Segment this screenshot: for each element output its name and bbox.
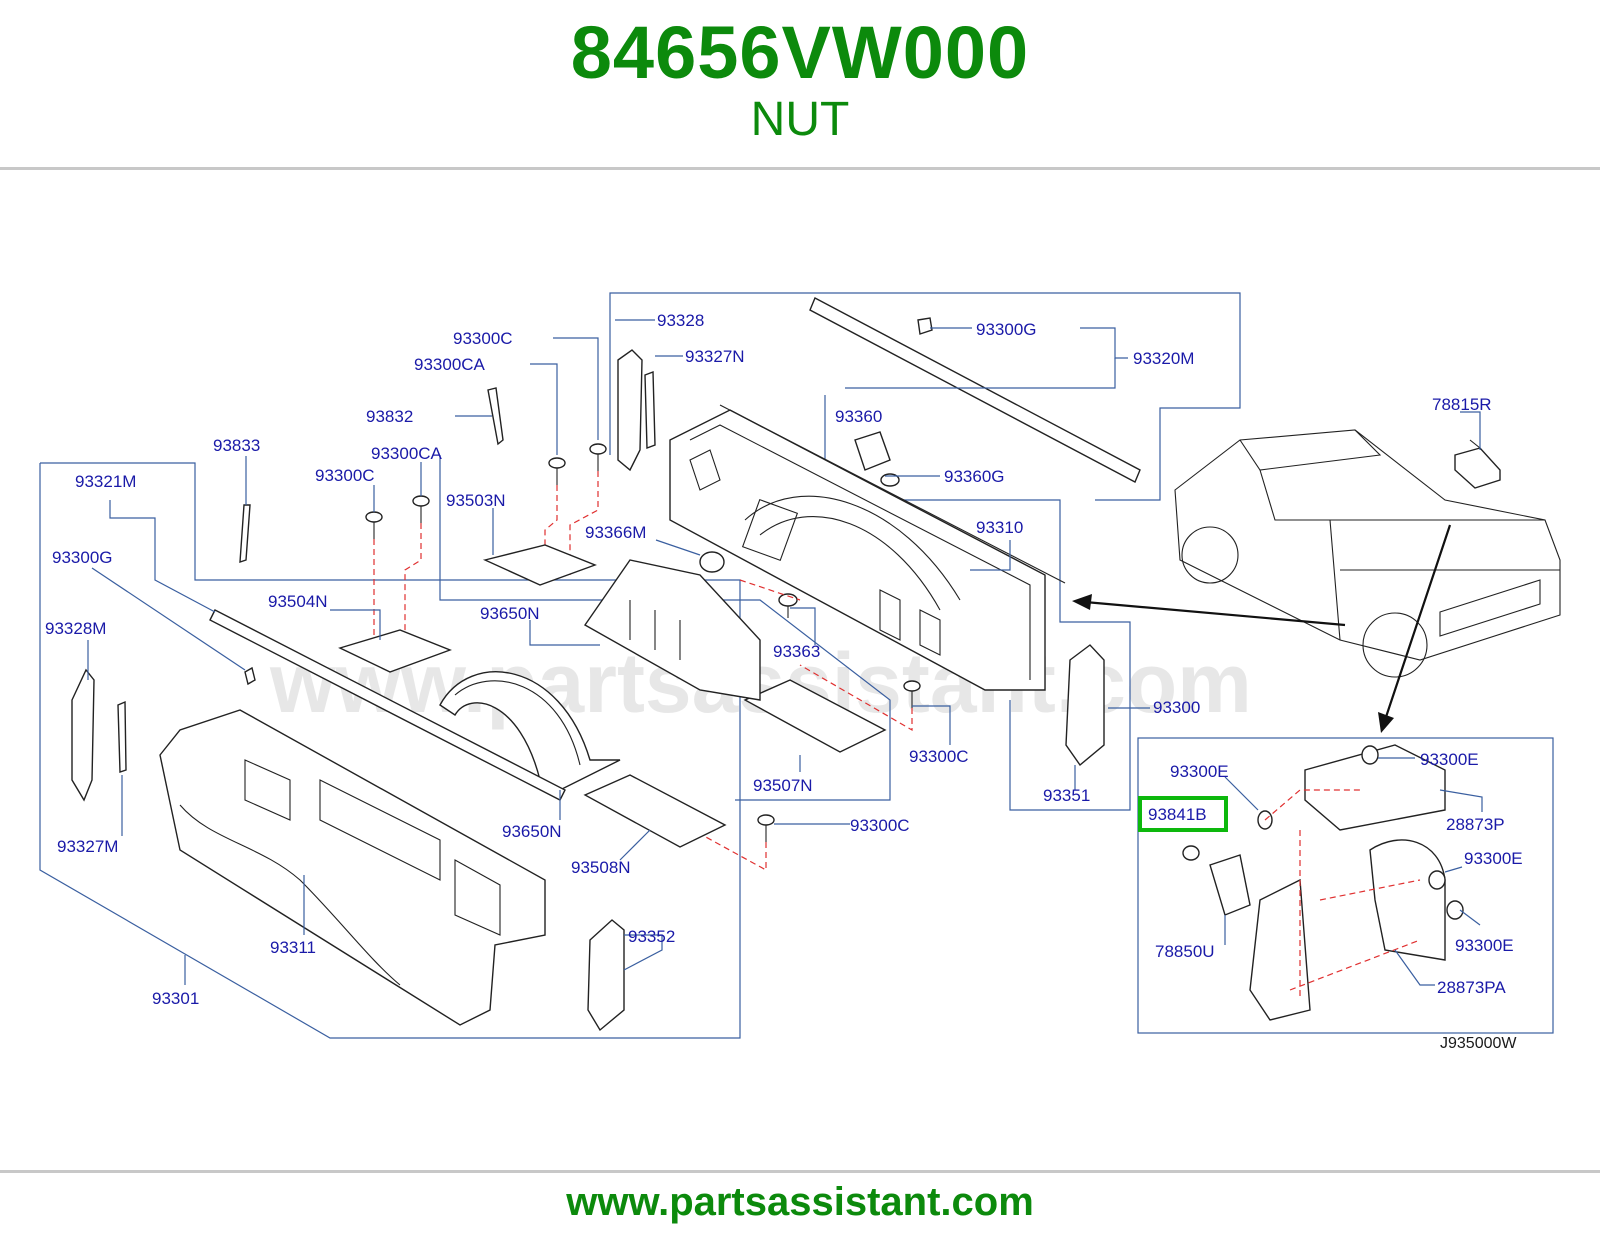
- diagram-code: J935000W: [1440, 1035, 1517, 1052]
- label-93351[interactable]: 93351: [1043, 786, 1090, 805]
- part-93650n-wheelhouse-left: [439, 671, 621, 791]
- floor-plates: [338, 544, 887, 848]
- frame-side-panel: [39, 462, 741, 1039]
- label-93300c-bottom[interactable]: 93300C: [850, 816, 910, 835]
- part-93327m: [117, 700, 127, 773]
- label-93832[interactable]: 93832: [366, 407, 413, 426]
- label-93508n[interactable]: 93508N: [571, 858, 631, 877]
- part-93320m-rail: [719, 297, 1141, 584]
- part-93327n: [644, 371, 656, 449]
- part-28873pa: [1369, 839, 1446, 961]
- label-93300c-right[interactable]: 93300C: [909, 747, 969, 766]
- label-93503n[interactable]: 93503N: [446, 491, 506, 510]
- label-93311[interactable]: 93311: [270, 938, 316, 957]
- part-93300e-b: [1361, 745, 1379, 765]
- label-93650n-bottom[interactable]: 93650N: [502, 822, 562, 841]
- label-93320m[interactable]: 93320M: [1133, 349, 1194, 368]
- part-28873p: [1304, 744, 1446, 831]
- part-93328: [617, 349, 643, 472]
- frame-front-panel: [609, 292, 1241, 501]
- part-number-title: 84656VW000: [570, 11, 1030, 94]
- part-93841b-nut: [1182, 845, 1200, 861]
- footer-divider: [0, 1170, 1600, 1173]
- label-93300c-mid[interactable]: 93300C: [315, 466, 375, 485]
- label-93650n-top[interactable]: 93650N: [480, 604, 540, 623]
- part-93351: [1065, 644, 1105, 767]
- label-93327n[interactable]: 93327N: [685, 347, 745, 366]
- part-93366m: [699, 551, 725, 573]
- label-93300g-top[interactable]: 93300G: [976, 320, 1037, 339]
- label-93300[interactable]: 93300: [1153, 698, 1200, 717]
- part-93310-front-panel: [669, 409, 1046, 691]
- screws: [365, 443, 921, 842]
- label-93300e-c[interactable]: 93300E: [1464, 849, 1523, 868]
- part-93300g-clip-top: [917, 317, 933, 335]
- part-93328m: [71, 668, 95, 802]
- part-name-subtitle: NUT: [750, 93, 850, 146]
- part-93360: [854, 431, 891, 471]
- part-93507n: [743, 679, 887, 753]
- label-28873p[interactable]: 28873P: [1446, 815, 1505, 834]
- part-93360g: [880, 473, 900, 487]
- part-93508n: [583, 774, 727, 848]
- label-93328m[interactable]: 93328M: [45, 619, 106, 638]
- label-93300e-d[interactable]: 93300E: [1455, 936, 1514, 955]
- label-93507n[interactable]: 93507N: [753, 776, 813, 795]
- label-93300g-left[interactable]: 93300G: [52, 548, 113, 567]
- label-93360g[interactable]: 93360G: [944, 467, 1005, 486]
- label-93300e-a[interactable]: 93300E: [1170, 762, 1229, 781]
- part-78850u: [1209, 854, 1251, 916]
- part-labels[interactable]: 93328 93300G 93300C 93327N 93320M 93300C…: [45, 311, 1523, 1008]
- header-divider: [0, 167, 1600, 170]
- part-93300g-clip-left: [244, 666, 256, 686]
- highlight-box-93841b: [1138, 796, 1228, 832]
- leader-lines: [87, 319, 1483, 986]
- part-78815r: [1454, 439, 1501, 489]
- arrows: [1072, 524, 1452, 733]
- part-93300e-c: [1428, 870, 1446, 890]
- part-93833: [239, 504, 251, 563]
- label-93300e-b[interactable]: 93300E: [1420, 750, 1479, 769]
- footer-website-link[interactable]: www.partsassistant.com: [566, 1180, 1034, 1224]
- page-header: 84656VW000 NUT: [0, 0, 1600, 168]
- part-93650n-wheelhouse-right: [583, 559, 761, 701]
- label-93310[interactable]: 93310: [976, 518, 1023, 537]
- part-bracket: [1249, 878, 1311, 1021]
- label-93301[interactable]: 93301: [152, 989, 199, 1008]
- frame-detail-inset: [1137, 737, 1554, 1034]
- label-78815r[interactable]: 78815R: [1432, 395, 1492, 414]
- frame-floor: [439, 455, 891, 801]
- label-93300c-top[interactable]: 93300C: [453, 329, 513, 348]
- label-93833[interactable]: 93833: [213, 436, 260, 455]
- label-93321m[interactable]: 93321M: [75, 472, 136, 491]
- label-93363[interactable]: 93363: [773, 642, 820, 661]
- label-93366m[interactable]: 93366M: [585, 523, 646, 542]
- part-93832: [487, 387, 504, 446]
- label-93327m[interactable]: 93327M: [57, 837, 118, 856]
- label-93352[interactable]: 93352: [628, 927, 675, 946]
- part-93300e-d: [1446, 900, 1464, 920]
- label-93504n[interactable]: 93504N: [268, 592, 328, 611]
- label-93360[interactable]: 93360: [835, 407, 882, 426]
- label-93841b[interactable]: 93841B: [1148, 805, 1207, 824]
- part-93503n: [482, 544, 597, 586]
- truck-icon: [1174, 429, 1561, 678]
- part-93311-side-panel: [159, 709, 546, 1026]
- label-93300ca-top[interactable]: 93300CA: [414, 355, 486, 374]
- label-93300ca[interactable]: 93300CA: [371, 444, 443, 463]
- label-78850u[interactable]: 78850U: [1155, 942, 1215, 961]
- part-93352: [587, 919, 625, 1032]
- label-93328[interactable]: 93328: [657, 311, 704, 330]
- inset-parts: [1182, 744, 1464, 1021]
- label-28873pa[interactable]: 28873PA: [1437, 978, 1506, 997]
